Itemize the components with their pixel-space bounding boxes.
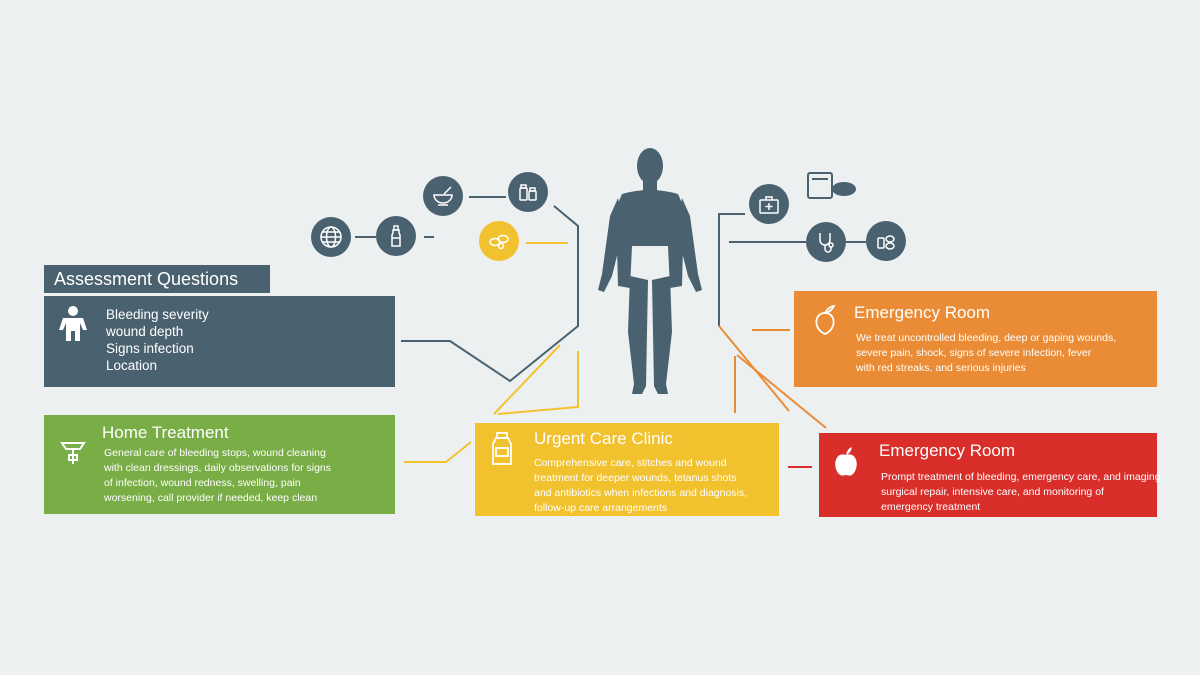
assessment-item: Bleeding severity [106,307,209,322]
description-line: with red streaks, and serious injuries [856,362,1026,374]
mortar-bowl-icon [423,176,463,216]
description-line: severe pain, shock, signs of severe infe… [856,347,1092,359]
connector [718,213,745,326]
connector [404,441,472,463]
peach-icon [815,304,836,335]
emergency-room-description: We treat uncontrolled bleeding, deep or … [856,331,1116,376]
connector [401,205,579,383]
description-line: Comprehensive care, stitches and wound [534,457,727,469]
emergency-room-description: Prompt treatment of bleeding, emergency … [881,470,1164,515]
assessment-item: wound depth [106,324,184,339]
first-aid-kit-icon [749,184,789,224]
medicine-jar-icon [492,432,512,465]
bottle-icon [376,216,416,256]
connectors-slate [355,196,866,383]
emergency-room-title: Emergency Room [854,303,991,322]
bandage-tool-icon [60,442,86,464]
connector [736,354,827,429]
pills-icon [479,221,519,261]
description-line: with clean dressings, daily observations… [104,462,332,474]
description-line: and antibiotics when infections and diag… [534,487,748,499]
assessment-item: Signs infection [106,341,194,356]
home-treatment-title: Home Treatment [102,423,229,442]
human-body-silhouette-icon [598,148,702,394]
connectors-orange [718,325,827,429]
urgent-care-title: Urgent Care Clinic [534,429,673,448]
description-line: emergency treatment [881,501,981,513]
description-line: treatment for deeper wounds, tetanus sho… [534,472,737,484]
description-line: follow-up care arrangements [534,502,668,514]
urgent-care-description: Comprehensive care, stitches and wound t… [534,456,747,516]
assessment-panel: Bleeding severity wound depth Signs infe… [44,296,395,387]
globe-icon [311,217,351,257]
connectors-yellow [404,242,579,463]
medicine-bottles-icon [508,172,548,212]
urgent-care-panel: Urgent Care Clinic Comprehensive care, s… [475,423,779,516]
assessment-list: Bleeding severity wound depth Signs infe… [106,306,209,374]
description-line: General care of bleeding stops, wound cl… [104,447,326,459]
emergency-room-title: Emergency Room [879,441,1016,460]
connector [493,344,561,415]
description-line: surgical repair, intensive care, and mon… [881,486,1104,498]
description-line: of infection, wound redness, swelling, p… [104,477,301,489]
stethoscope-icon [806,222,846,262]
apple-icon [835,447,857,476]
medication-icon [866,221,906,261]
assessment-item: Location [106,358,158,373]
description-line: Prompt treatment of bleeding, emergency … [881,471,1164,483]
assessment-header: Assessment Questions [44,265,270,293]
home-treatment-description: General care of bleeding stops, wound cl… [104,446,331,506]
person-icon [59,306,87,341]
emergency-room-panel-orange: Emergency Room We treat uncontrolled ble… [794,291,1157,387]
clipboard-cup-icon [804,170,860,207]
description-line: worsening, call provider if needed, keep… [104,492,318,504]
home-treatment-panel: Home Treatment General care of bleeding … [44,415,395,514]
emergency-room-panel-red: Emergency Room Prompt treatment of bleed… [819,433,1164,517]
connector [497,351,579,415]
description-line: We treat uncontrolled bleeding, deep or … [856,332,1117,344]
